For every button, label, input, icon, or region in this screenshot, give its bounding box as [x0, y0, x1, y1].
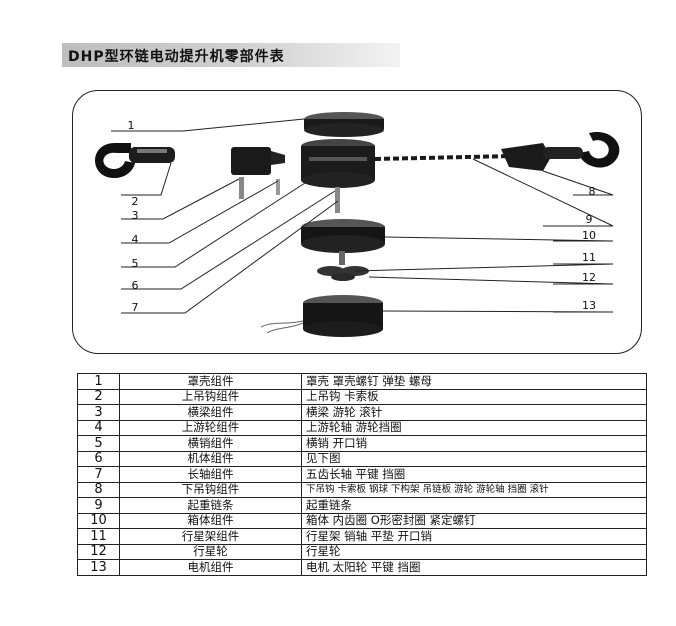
- part-description: 箱体 内齿圈 O形密封圈 紧定螺钉: [301, 512, 647, 529]
- part-name: 行星架组件: [119, 528, 302, 545]
- part-beam: [231, 147, 285, 199]
- callout-3: 3: [131, 209, 139, 222]
- callout-5: 5: [131, 257, 139, 270]
- callout-4: 4: [131, 233, 139, 246]
- table-row: 9 起重链条 起重链条: [77, 497, 647, 514]
- parts-table: 1 罩壳组件 罩壳 罩壳螺钉 弹垫 螺母 2 上吊钩组件 上吊钩 卡索板 3 横…: [77, 373, 647, 576]
- part-name: 横销组件: [119, 435, 302, 452]
- callout-9: 9: [585, 213, 593, 226]
- leader-lines: [111, 118, 614, 314]
- part-description: 行星架 销轴 平垫 开口销: [301, 528, 647, 545]
- part-name: 行星轮: [119, 543, 302, 560]
- callout-8: 8: [588, 185, 596, 198]
- part-number: 6: [77, 450, 120, 467]
- title-bar: DHP型环链电动提升机零部件表: [62, 43, 400, 67]
- table-row: 8 下吊钩组件 下吊钩 卡索板 钢球 下构架 吊链板 游轮 游轮轴 挡圈 滚针: [77, 481, 647, 498]
- exploded-diagram: 1 2 3 4 5 6 7 8 9 10 11 12 13: [72, 90, 642, 354]
- table-row: 11 行星架组件 行星架 销轴 平垫 开口销: [77, 528, 647, 545]
- part-lower-hook: [501, 131, 620, 171]
- part-number: 2: [77, 388, 120, 405]
- part-name: 罩壳组件: [119, 373, 302, 390]
- part-description: 横销 开口销: [301, 435, 647, 452]
- table-row: 4 上游轮组件 上游轮轴 游轮挡圈: [77, 419, 647, 436]
- diagram-drawing: [95, 112, 620, 337]
- part-description: 上吊钩 卡索板: [301, 388, 647, 405]
- part-number: 4: [77, 419, 120, 436]
- table-row: 1 罩壳组件 罩壳 罩壳螺钉 弹垫 螺母: [77, 373, 647, 390]
- part-name: 上游轮组件: [119, 419, 302, 436]
- callout-13: 13: [582, 299, 596, 312]
- callout-1: 1: [127, 119, 135, 132]
- part-description: 行星轮: [301, 543, 647, 560]
- part-name: 箱体组件: [119, 512, 302, 529]
- part-chain: [374, 154, 514, 161]
- part-description: 见下图: [301, 450, 647, 467]
- part-name: 横梁组件: [119, 404, 302, 421]
- part-description: 五齿长轴 平键 挡圈: [301, 466, 647, 483]
- part-name: 上吊钩组件: [119, 388, 302, 405]
- part-number: 8: [77, 481, 120, 498]
- table-row: 5 横销组件 横销 开口销: [77, 435, 647, 452]
- part-name: 起重链条: [119, 497, 302, 514]
- part-description: 上游轮轴 游轮挡圈: [301, 419, 647, 436]
- part-description: 电机 太阳轮 平键 挡圈: [301, 559, 647, 576]
- part-cover: [304, 112, 384, 137]
- callout-6: 6: [131, 279, 139, 292]
- part-name: 电机组件: [119, 559, 302, 576]
- part-number: 3: [77, 404, 120, 421]
- part-planet-carrier: [317, 251, 369, 281]
- table-row: 13 电机组件 电机 太阳轮 平键 挡圈: [77, 559, 647, 576]
- callout-11: 11: [582, 251, 596, 264]
- part-description: 下吊钩 卡索板 钢球 下构架 吊链板 游轮 游轮轴 挡圈 滚针: [301, 481, 647, 498]
- table-row: 2 上吊钩组件 上吊钩 卡索板: [77, 388, 647, 405]
- part-number: 11: [77, 528, 120, 545]
- part-number: 5: [77, 435, 120, 452]
- part-number: 9: [77, 497, 120, 514]
- part-description: 起重链条: [301, 497, 647, 514]
- part-upper-hook: [95, 143, 175, 179]
- callout-7: 7: [131, 301, 139, 314]
- part-gearbox: [301, 219, 385, 253]
- part-motor: [260, 295, 383, 337]
- part-number: 7: [77, 466, 120, 483]
- part-number: 10: [77, 512, 120, 529]
- table-row: 7 长轴组件 五齿长轴 平键 挡圈: [77, 466, 647, 483]
- table-row: 10 箱体组件 箱体 内齿圈 O形密封圈 紧定螺钉: [77, 512, 647, 529]
- callout-12: 12: [582, 271, 596, 284]
- table-row: 6 机体组件 见下图: [77, 450, 647, 467]
- table-row: 3 横梁组件 横梁 游轮 滚针: [77, 404, 647, 421]
- callout-2: 2: [131, 195, 139, 208]
- part-name: 机体组件: [119, 450, 302, 467]
- part-name: 长轴组件: [119, 466, 302, 483]
- page-title: DHP型环链电动提升机零部件表: [68, 49, 285, 65]
- part-name: 下吊钩组件: [119, 481, 302, 498]
- table-row: 12 行星轮 行星轮: [77, 543, 647, 560]
- part-number: 1: [77, 373, 120, 390]
- part-description: 罩壳 罩壳螺钉 弹垫 螺母: [301, 373, 647, 390]
- part-number: 13: [77, 559, 120, 576]
- part-description: 横梁 游轮 滚针: [301, 404, 647, 421]
- callout-10: 10: [582, 229, 596, 242]
- part-body: [301, 139, 375, 213]
- part-number: 12: [77, 543, 120, 560]
